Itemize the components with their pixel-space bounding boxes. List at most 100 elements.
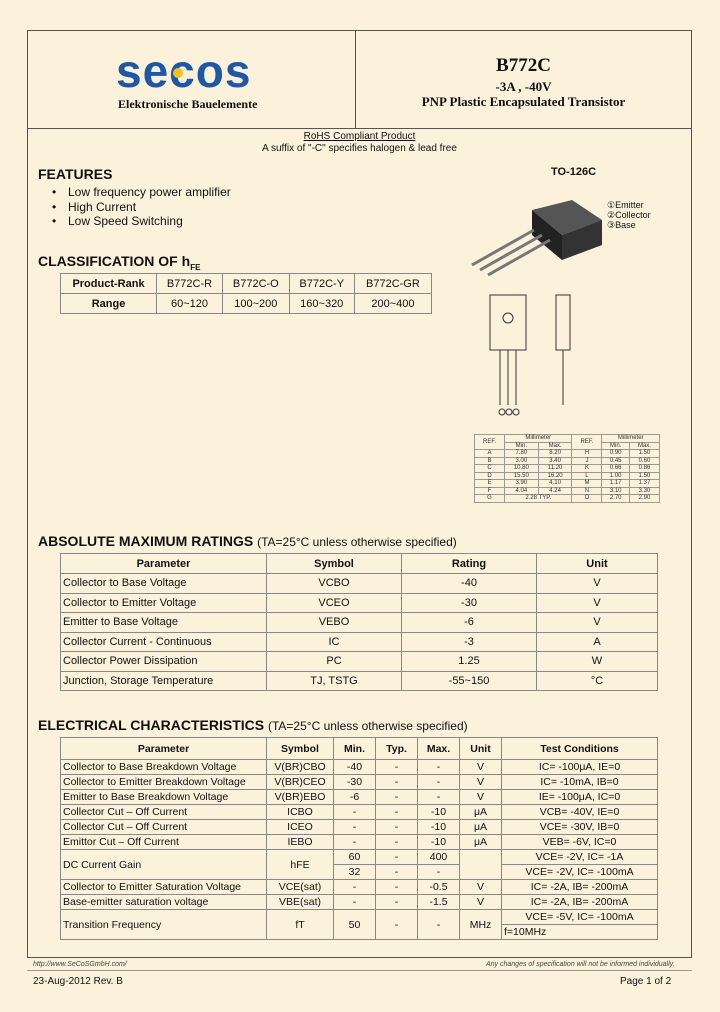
table-cell: 60: [333, 849, 376, 865]
table-cell: -: [333, 804, 376, 820]
table-cell: 0.60: [628, 456, 661, 465]
table-cell: V(BR)CEO: [266, 774, 334, 790]
table-header: Min.: [333, 737, 376, 760]
table-cell: B: [474, 456, 505, 465]
classification-table: Product-Rank B772C-R B772C-O B772C-Y B77…: [60, 273, 433, 314]
device-description: PNP Plastic Encapsulated Transistor: [421, 94, 626, 109]
table-cell: -: [333, 879, 376, 895]
table-row: f=10MHz: [61, 924, 658, 940]
table-cell: 100~200: [221, 293, 290, 314]
table-cell: VCE= -2V, IC= -1A: [501, 849, 658, 865]
table-cell: IEBO: [266, 834, 334, 850]
table-cell: -: [375, 834, 418, 850]
table-cell: Range: [60, 293, 157, 314]
table-cell: Collector to Emitter Voltage: [60, 592, 267, 613]
table-cell: 10.80: [503, 464, 539, 473]
table-cell: -: [417, 774, 460, 790]
table-cell: -: [375, 894, 418, 910]
table-header: Parameter: [60, 737, 267, 760]
table-cell: -30: [401, 592, 537, 613]
table-header: Millimeter: [503, 434, 573, 443]
table-cell: VBE(sat): [266, 894, 334, 910]
table-cell: 1.50: [628, 449, 661, 458]
table-cell: 1.50: [628, 471, 661, 480]
table-cell: Collector to Emitter Breakdown Voltage: [60, 774, 267, 790]
table-cell: IC= -100μA, IE=0: [501, 759, 658, 775]
table-cell: hFE: [266, 849, 334, 880]
table-cell: V: [459, 774, 502, 790]
elec-title: ELECTRICAL CHARACTERISTICS (TA=25°C unle…: [38, 717, 468, 733]
table-cell: V: [536, 612, 658, 633]
package-title: TO-126C: [551, 166, 597, 178]
table-cell: 160~320: [288, 293, 355, 314]
pin-legend: ①Emitter ②Collector ③Base: [607, 200, 651, 230]
table-cell: 0.90: [601, 449, 630, 458]
abs-max-table: Parameter Symbol Rating Unit Collector t…: [60, 553, 658, 691]
secos-logo: secos: [116, 51, 250, 95]
header-logo-box: secos Elektronische Bauelemente: [28, 31, 356, 129]
table-cell: -: [375, 879, 418, 895]
table-cell: -3: [401, 631, 537, 652]
table-cell: N: [571, 486, 603, 495]
table-header: Symbol: [266, 553, 402, 574]
table-cell: V: [536, 592, 658, 613]
feature-item: Low Speed Switching: [48, 214, 231, 229]
table-cell: -0.5: [417, 879, 460, 895]
table-cell: 0.66: [601, 464, 630, 473]
table-cell: 3.40: [537, 456, 573, 465]
package-drawing: [471, 200, 602, 416]
footer-page: Page 1 of 2: [620, 976, 672, 987]
table-header: Min.: [601, 441, 630, 450]
table-cell: [459, 849, 502, 880]
table-cell: Emittor Cut – Off Current: [60, 834, 267, 850]
table-cell: f=10MHz: [501, 924, 658, 940]
table-cell: V: [536, 573, 658, 594]
table-cell: -: [375, 909, 418, 940]
table-cell: 15.50: [503, 471, 539, 480]
table-cell: -: [375, 849, 418, 865]
table-cell: -: [375, 789, 418, 805]
table-cell: A: [536, 631, 658, 652]
table-cell: IC= -2A, IB= -200mA: [501, 894, 658, 910]
table-cell: A: [474, 449, 505, 458]
table-cell: 2.28 TYP.: [503, 494, 573, 503]
table-cell: V: [459, 759, 502, 775]
footer-url[interactable]: http://www.SeCoSGmbH.com/: [33, 961, 127, 968]
table-cell: IC= -2A, IB= -200mA: [501, 879, 658, 895]
table-cell: -30: [333, 774, 376, 790]
table-cell: 3.10: [601, 486, 630, 495]
table-cell: G: [474, 494, 505, 503]
table-cell: VEB= -6V, IC=0: [501, 834, 658, 850]
features-list: Low frequency power amplifier High Curre…: [48, 185, 231, 229]
classification-title: CLASSIFICATION OF hFE: [38, 253, 201, 272]
table-cell: IC: [266, 631, 402, 652]
table-cell: μA: [459, 819, 502, 835]
table-cell: 2.70: [601, 494, 630, 503]
table-cell: VCB= -40V, IE=0: [501, 804, 658, 820]
rohs-line-1: RoHS Compliant Product: [303, 131, 416, 142]
table-cell: 200~400: [353, 293, 433, 314]
table-cell: VCE(sat): [266, 879, 334, 895]
table-cell: ICBO: [266, 804, 334, 820]
table-cell: Collector to Base Breakdown Voltage: [60, 759, 267, 775]
table-cell: -1.5: [417, 894, 460, 910]
table-cell: Collector Power Dissipation: [60, 651, 267, 672]
feature-item: High Current: [48, 200, 231, 215]
table-cell: Collector Current - Continuous: [60, 631, 267, 652]
table-header: B772C-GR: [353, 273, 433, 294]
table-header: Max.: [628, 441, 661, 450]
table-cell: -: [333, 834, 376, 850]
table-cell: V: [459, 789, 502, 805]
table-cell: Collector to Base Voltage: [60, 573, 267, 594]
table-cell: 50: [333, 909, 376, 940]
table-cell: -: [375, 804, 418, 820]
